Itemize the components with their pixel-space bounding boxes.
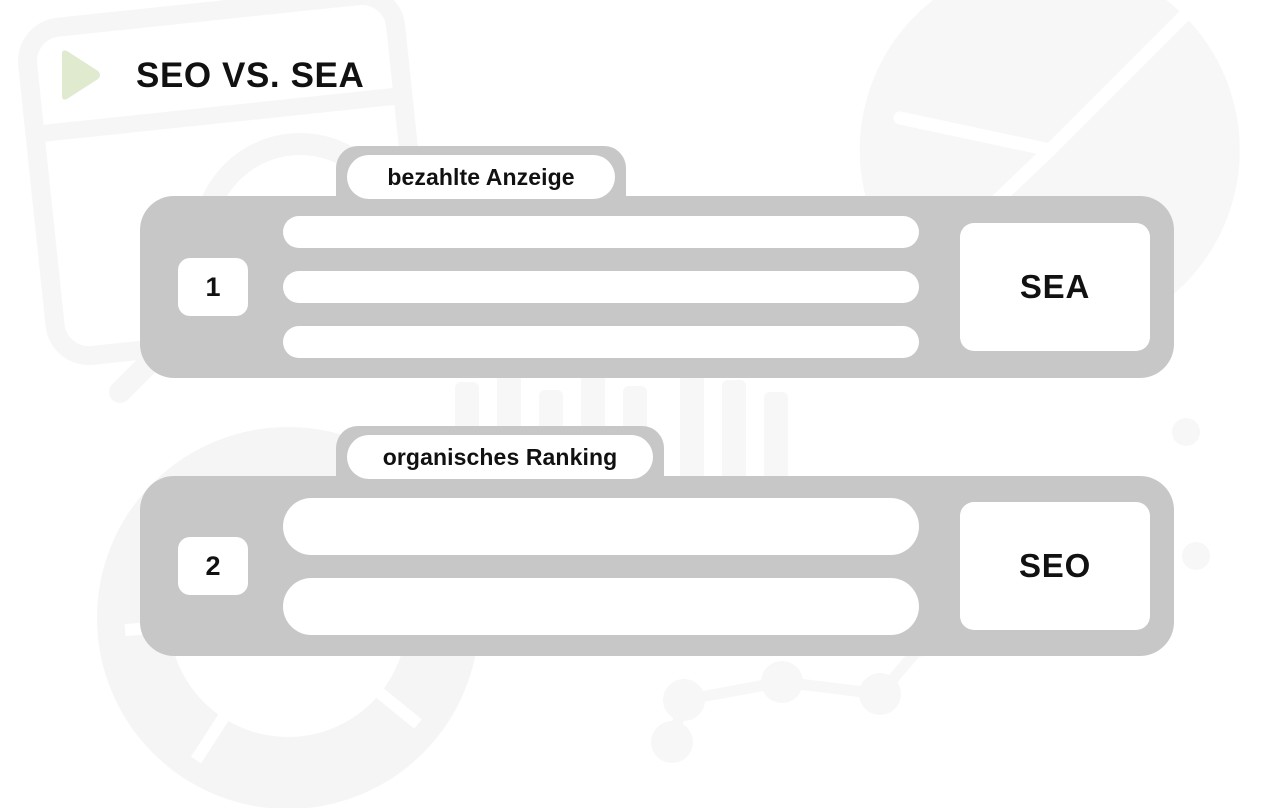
badge-tab-paid: bezahlte Anzeige	[336, 146, 626, 208]
label-sea: SEA	[960, 223, 1150, 351]
result-card-seo[interactable]: 2 SEO	[140, 476, 1174, 656]
rank-number-2: 2	[178, 537, 248, 595]
result-bar	[283, 498, 919, 555]
badge-organic-ranking: organisches Ranking	[347, 435, 653, 479]
result-bar	[283, 326, 919, 358]
play-triangle-icon	[62, 50, 100, 100]
badge-tab-organic: organisches Ranking	[336, 426, 664, 488]
badge-paid-ad: bezahlte Anzeige	[347, 155, 615, 199]
page-header: SEO VS. SEA	[56, 46, 364, 104]
result-bars-sea	[283, 216, 919, 358]
result-card-sea[interactable]: 1 SEA	[140, 196, 1174, 378]
result-bar	[283, 271, 919, 303]
result-bar	[283, 216, 919, 248]
rank-number-1: 1	[178, 258, 248, 316]
label-seo: SEO	[960, 502, 1150, 630]
result-bars-seo	[283, 498, 919, 635]
result-bar	[283, 578, 919, 635]
page-title: SEO VS. SEA	[136, 55, 365, 95]
